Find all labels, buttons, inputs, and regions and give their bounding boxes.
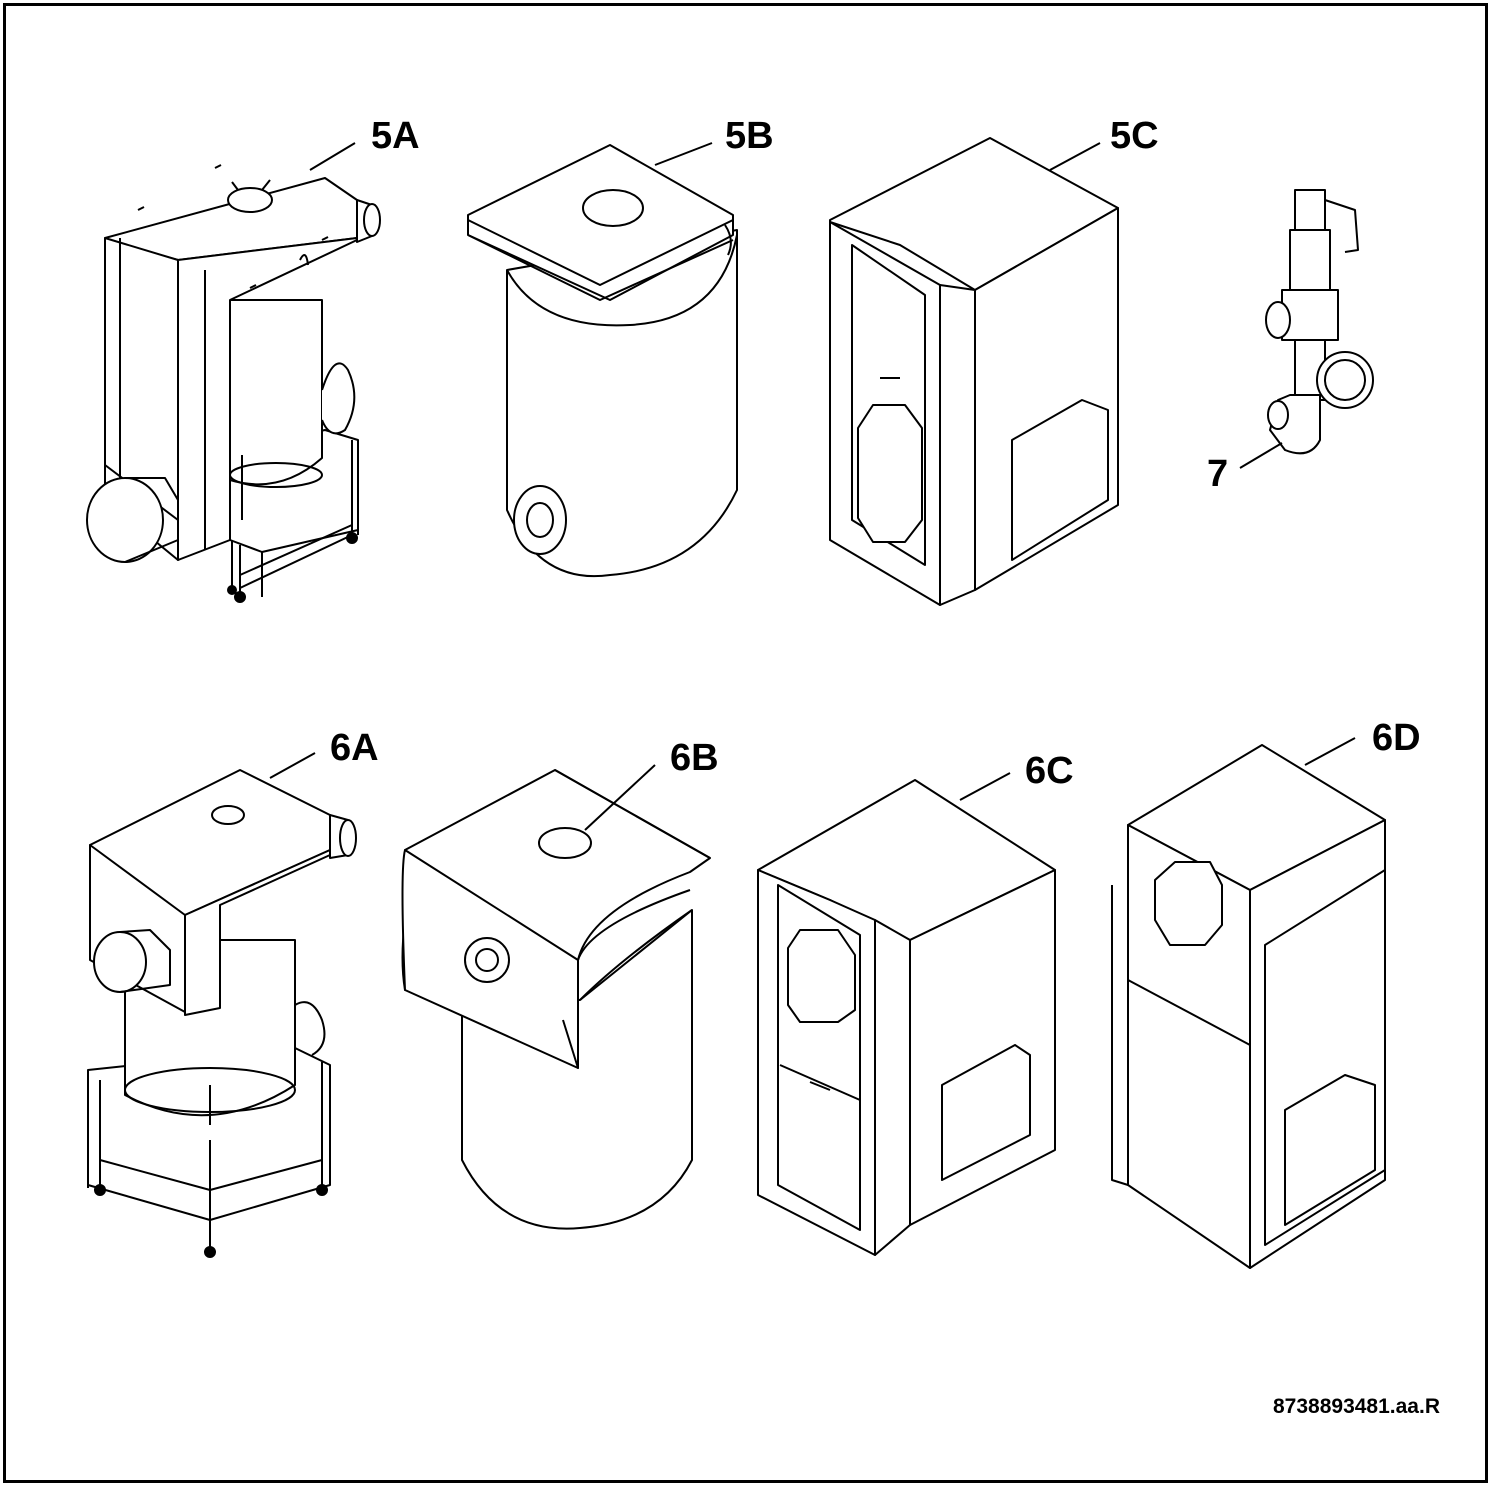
leader-line-6d [1304,737,1356,766]
callout-label-5a: 5A [371,115,420,157]
part-6d-drawing [1111,744,1386,1269]
leader-line-5a [309,142,356,171]
callout-label-7: 7 [1207,453,1229,495]
leader-line-6a [269,752,316,779]
part-5b-drawing [467,144,738,578]
part-5c-drawing [829,137,1119,606]
callout-label-6c: 6C [1025,750,1074,792]
leader-line-6c [959,772,1011,801]
callout-label-6a: 6A [330,727,379,769]
leader-lines [269,142,1356,831]
callout-label-6d: 6D [1372,717,1421,759]
callout-label-6b: 6B [670,737,719,779]
leader-line-7 [1239,442,1283,469]
part-5a-drawing [86,164,381,603]
part-6b-drawing [401,769,711,1230]
part-6c-drawing [757,779,1056,1256]
leader-line-5c [1049,142,1101,171]
leader-line-5b [654,142,713,166]
part-7-drawing [1265,189,1374,455]
document-id: 8738893481.aa.R [1273,1395,1440,1418]
callout-label-5b: 5B [725,115,774,157]
callout-label-5c: 5C [1110,115,1159,157]
part-6a-drawing [87,769,357,1258]
leader-line-6b [584,764,656,831]
